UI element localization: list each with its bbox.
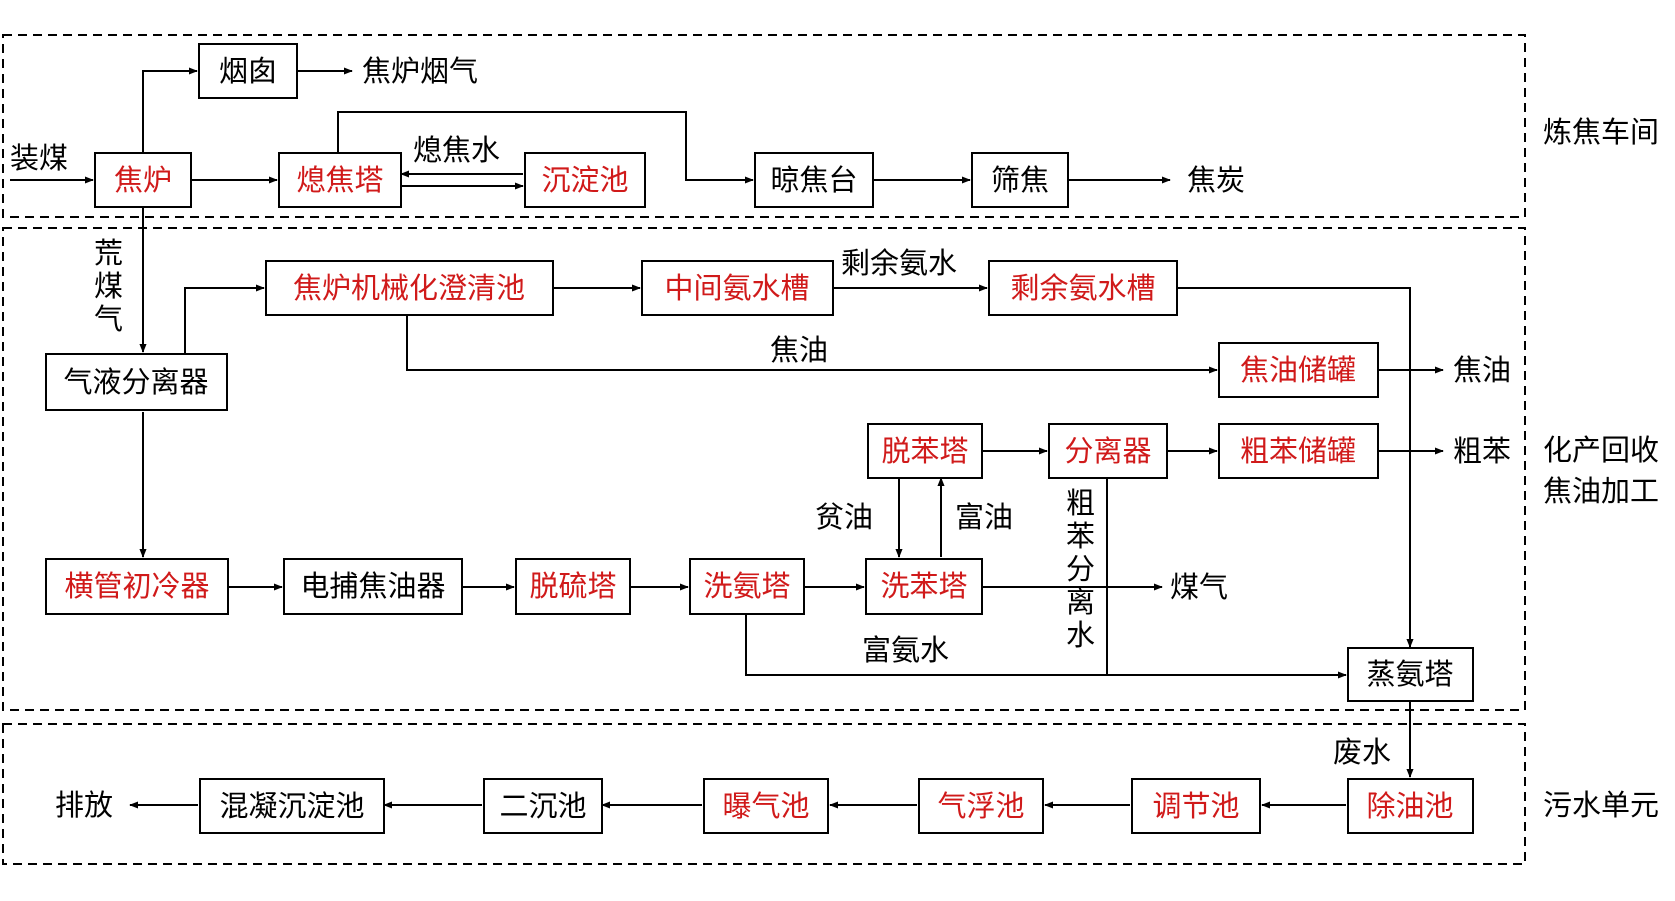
label-coke: 焦炭 [1187, 163, 1245, 197]
label-benzol-water-3: 分 [1066, 552, 1095, 586]
node-electro-tar-catcher: 电捕焦油器 [283, 558, 463, 615]
label-tar-product: 焦油 [1453, 353, 1511, 387]
node-settling-pond-label: 沉淀池 [541, 163, 628, 197]
zone-chemical-recovery [2, 227, 1526, 711]
label-raw-gas-3: 气 [94, 302, 123, 336]
node-coke-wharf: 晾焦台 [754, 152, 874, 208]
zone-label-chem-line1: 化产回收 [1543, 433, 1659, 467]
label-coal-charging: 装煤 [10, 141, 68, 175]
node-air-flotation: 气浮池 [918, 778, 1044, 834]
node-secondary-settling-label: 二沉池 [499, 789, 586, 823]
node-decanter: 焦炉机械化澄清池 [265, 260, 554, 316]
label-raw-gas-1: 荒 [94, 236, 123, 270]
label-raw-gas-2: 煤 [94, 269, 123, 303]
node-ammonia-still-label: 蒸氨塔 [1366, 657, 1453, 691]
node-quench-tower-label: 熄焦塔 [296, 163, 383, 197]
node-gas-liquid-separator-label: 气液分离器 [63, 365, 208, 399]
node-chimney-label: 烟囱 [219, 54, 277, 88]
node-ammonia-scrubber-label: 洗氨塔 [703, 569, 790, 603]
arrow-rich-ammonia-water [745, 614, 1347, 679]
node-ammonia-scrubber: 洗氨塔 [689, 558, 805, 615]
node-quench-tower: 熄焦塔 [278, 152, 402, 208]
label-benzol-water-5: 水 [1066, 618, 1095, 652]
node-benzol-tank-label: 粗苯储罐 [1240, 434, 1356, 468]
node-benzol-scrubber: 洗苯塔 [865, 558, 983, 615]
label-surplus-ammonia-water: 剩余氨水 [841, 246, 957, 280]
node-chimney: 烟囱 [198, 43, 298, 99]
node-gas-liquid-separator: 气液分离器 [45, 353, 228, 411]
node-electro-tar-catcher-label: 电捕焦油器 [300, 569, 445, 603]
node-coke-oven: 焦炉 [94, 152, 192, 208]
node-mid-ammonia-tank-label: 中间氨水槽 [664, 271, 809, 305]
node-coke-screen: 筛焦 [971, 152, 1069, 208]
edge-labels: 装煤 焦炉烟气 熄焦水 焦炭 荒 煤 气 剩余氨水 焦油 焦油 粗苯 贫油 富油… [10, 54, 1511, 822]
node-aeration-pond-label: 曝气池 [722, 789, 809, 823]
node-benzol-tank: 粗苯储罐 [1218, 423, 1379, 479]
node-desulfur-tower-label: 脱硫塔 [529, 569, 616, 603]
label-waste-water: 废水 [1333, 735, 1391, 769]
node-secondary-settling: 二沉池 [483, 778, 603, 834]
node-decanter-label: 焦炉机械化澄清池 [293, 271, 525, 305]
label-coal-gas: 煤气 [1170, 570, 1228, 604]
node-coagulation-settling: 混凝沉淀池 [199, 778, 385, 834]
label-rich-ammonia-water: 富氨水 [862, 633, 949, 667]
zone-wastewater [2, 723, 1526, 865]
node-regulating-pond-label: 调节池 [1152, 789, 1239, 823]
node-coagulation-settling-label: 混凝沉淀池 [219, 789, 364, 823]
arrow-separator-to-decanter [184, 284, 265, 354]
arrow-surplus-to-still [1177, 287, 1414, 648]
node-primary-cooler-label: 横管初冷器 [64, 569, 209, 603]
node-benzol-scrubber-label: 洗苯塔 [880, 569, 967, 603]
node-surplus-ammonia-tank-label: 剩余氨水槽 [1010, 271, 1155, 305]
arrow-quench-to-wharf [337, 111, 754, 184]
label-discharge: 排放 [55, 788, 113, 822]
node-settling-pond: 沉淀池 [524, 152, 646, 208]
label-benzol-water-2: 苯 [1066, 519, 1095, 553]
zone-label-chem-line2: 焦油加工 [1543, 474, 1659, 508]
node-tar-tank: 焦油储罐 [1218, 342, 1379, 398]
node-desulfur-tower: 脱硫塔 [515, 558, 631, 615]
zone-coking-workshop [2, 34, 1526, 218]
node-tar-tank-label: 焦油储罐 [1240, 353, 1356, 387]
label-lean-oil: 贫油 [815, 500, 873, 534]
arrow-oven-to-chimney [142, 67, 198, 153]
node-coke-screen-label: 筛焦 [991, 163, 1049, 197]
arrow-decanter-to-tar-tank [406, 315, 1218, 374]
node-coke-oven-label: 焦炉 [114, 163, 172, 197]
label-benzol-water-4: 离 [1066, 585, 1095, 619]
label-tar-line: 焦油 [770, 333, 828, 367]
zone-label-wastewater: 污水单元 [1543, 788, 1659, 822]
node-ammonia-still: 蒸氨塔 [1347, 647, 1474, 702]
label-rich-oil: 富油 [955, 500, 1013, 534]
label-crude-benzol: 粗苯 [1453, 434, 1511, 468]
zone-label-coking: 炼焦车间 [1543, 115, 1659, 149]
node-air-flotation-label: 气浮池 [937, 789, 1024, 823]
node-coke-wharf-label: 晾焦台 [770, 163, 857, 197]
node-debenzol-tower-label: 脱苯塔 [881, 434, 968, 468]
node-aeration-pond: 曝气池 [703, 778, 829, 834]
process-nodes: 烟囱 焦炉 熄焦塔 沉淀池 晾焦台 筛焦 焦炉机械化澄清池 中间氨水槽 [45, 43, 1474, 834]
node-separator: 分离器 [1048, 423, 1168, 479]
label-benzol-water-1: 粗 [1066, 486, 1095, 520]
node-oil-removal-pond: 除油池 [1347, 778, 1474, 834]
connectors [10, 67, 1444, 809]
node-primary-cooler: 横管初冷器 [45, 558, 229, 615]
label-oven-flue-gas: 焦炉烟气 [362, 54, 478, 88]
node-surplus-ammonia-tank: 剩余氨水槽 [988, 260, 1178, 316]
node-debenzol-tower: 脱苯塔 [867, 423, 983, 479]
node-separator-label: 分离器 [1064, 434, 1151, 468]
node-regulating-pond: 调节池 [1131, 778, 1261, 834]
node-oil-removal-pond-label: 除油池 [1366, 789, 1453, 823]
label-quench-water: 熄焦水 [413, 133, 500, 167]
node-mid-ammonia-tank: 中间氨水槽 [641, 260, 834, 316]
